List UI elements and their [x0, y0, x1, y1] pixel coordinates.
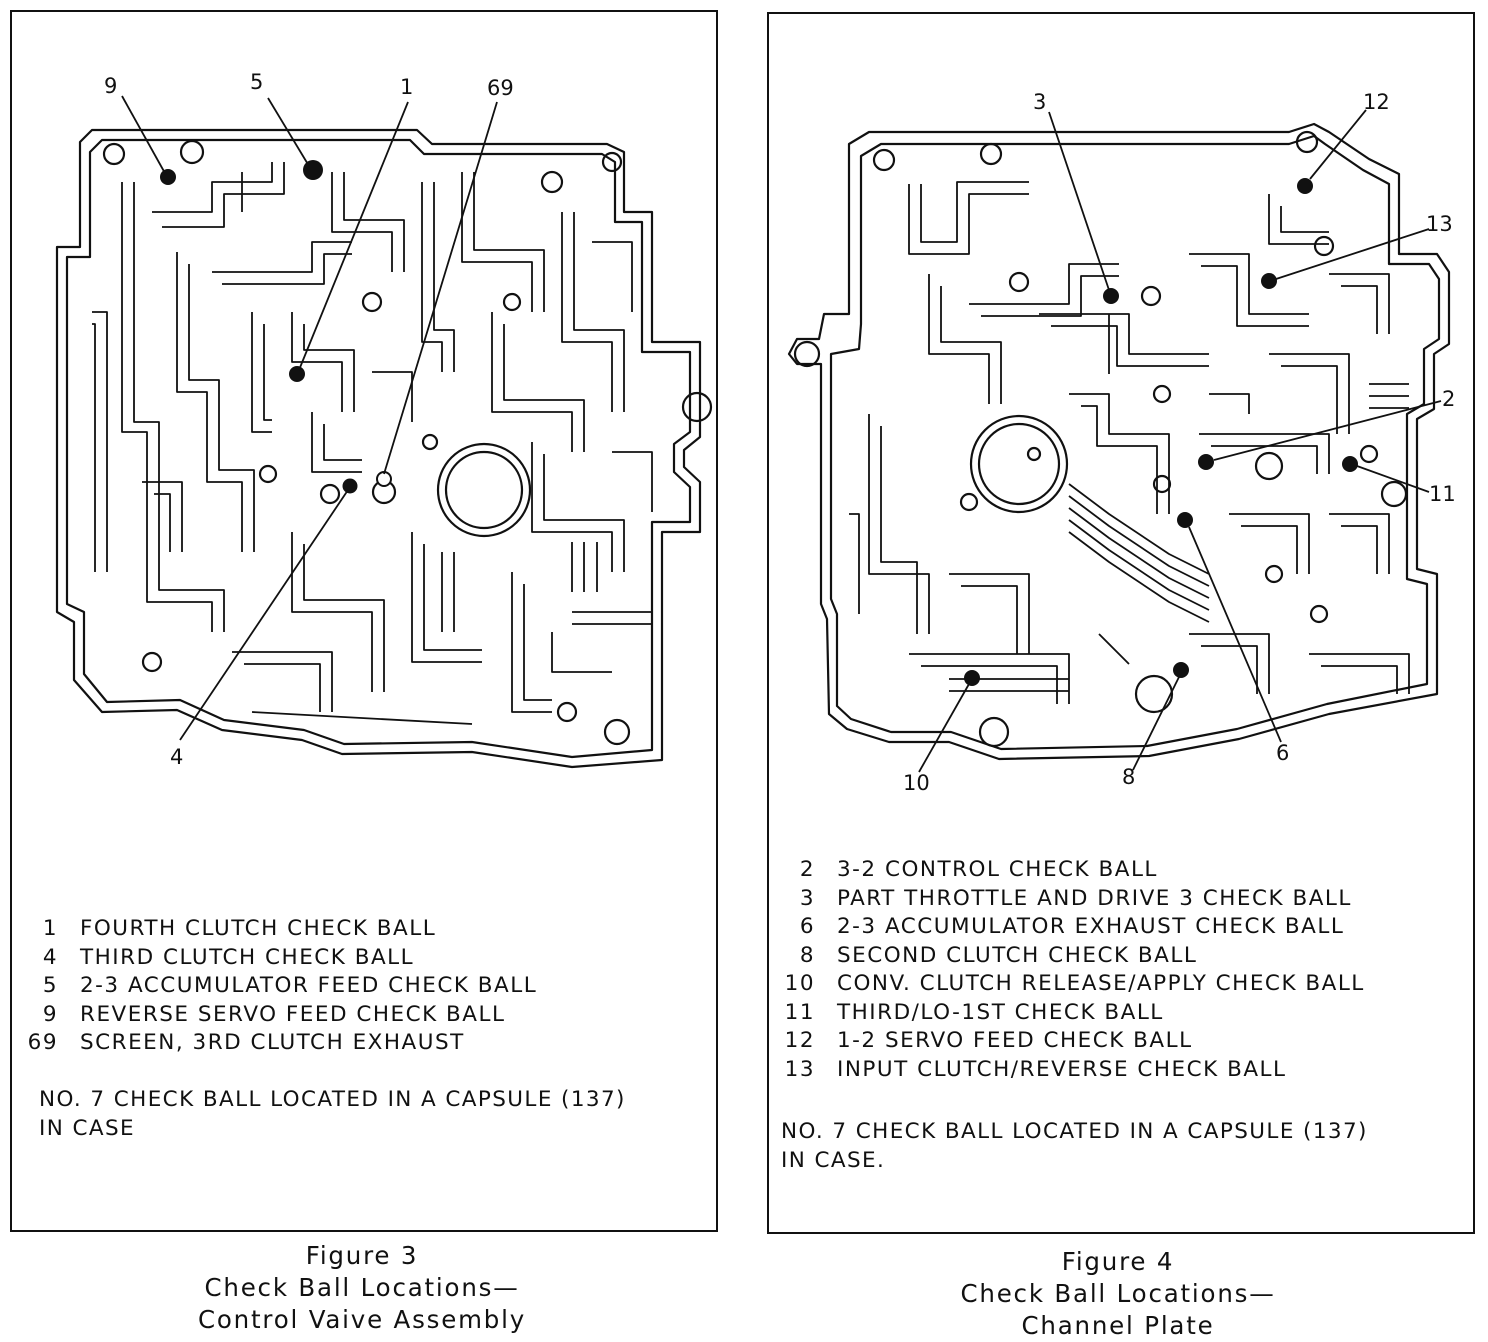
callout-13: 13	[1426, 212, 1453, 236]
callout-69: 69	[487, 76, 514, 100]
figure-4-note: NO. 7 CHECK BALL LOCATED IN A CAPSULE (1…	[781, 1119, 1368, 1173]
figure-4-caption-title: Check Ball Locations—	[960, 1279, 1276, 1308]
callout-10: 10	[903, 771, 930, 795]
check-ball-4	[342, 478, 358, 494]
callout-4: 4	[170, 745, 183, 769]
callout-3: 3	[1033, 90, 1046, 114]
screen-69	[376, 471, 392, 487]
figure-4-caption-subtitle: Channel Plate	[1021, 1311, 1215, 1340]
check-ball-2	[1198, 454, 1214, 470]
check-ball-13	[1261, 273, 1277, 289]
control-valve-assembly-diagram: 9 5 1 69 4	[55, 70, 713, 769]
check-ball-9	[160, 169, 176, 185]
callout-5: 5	[250, 70, 263, 94]
callout-1: 1	[400, 75, 413, 99]
check-ball-12	[1297, 178, 1313, 194]
callout-9: 9	[104, 74, 117, 98]
figure-3-caption-subtitle: Control Vaive Assembly	[197, 1305, 527, 1334]
callout-8: 8	[1122, 765, 1135, 789]
callout-11: 11	[1429, 482, 1456, 506]
callout-6: 6	[1276, 741, 1289, 765]
check-ball-3	[1103, 288, 1119, 304]
figure-3-caption-title: Check Ball Locations—	[204, 1273, 520, 1302]
check-ball-1	[289, 366, 305, 382]
callout-2: 2	[1442, 387, 1455, 411]
channel-plate-diagram: 3 12 13 2 11 6 8 10	[787, 90, 1456, 795]
check-ball-5	[303, 160, 323, 180]
figure-3-note: NO. 7 CHECK BALL LOCATED IN A CAPSULE (1…	[39, 1087, 626, 1141]
figure-4-caption-label: Figure 4	[1061, 1247, 1175, 1276]
check-ball-10	[964, 670, 980, 686]
callout-12: 12	[1363, 90, 1390, 114]
figure-4-caption: Figure 4 Check Ball Locations— Channel P…	[818, 1246, 1418, 1342]
figure-3-caption-label: Figure 3	[305, 1241, 419, 1270]
check-ball-11	[1342, 456, 1358, 472]
check-ball-8	[1173, 662, 1189, 678]
figure-3-caption: Figure 3 Check Ball Locations— Control V…	[62, 1240, 662, 1336]
check-ball-6	[1177, 512, 1193, 528]
